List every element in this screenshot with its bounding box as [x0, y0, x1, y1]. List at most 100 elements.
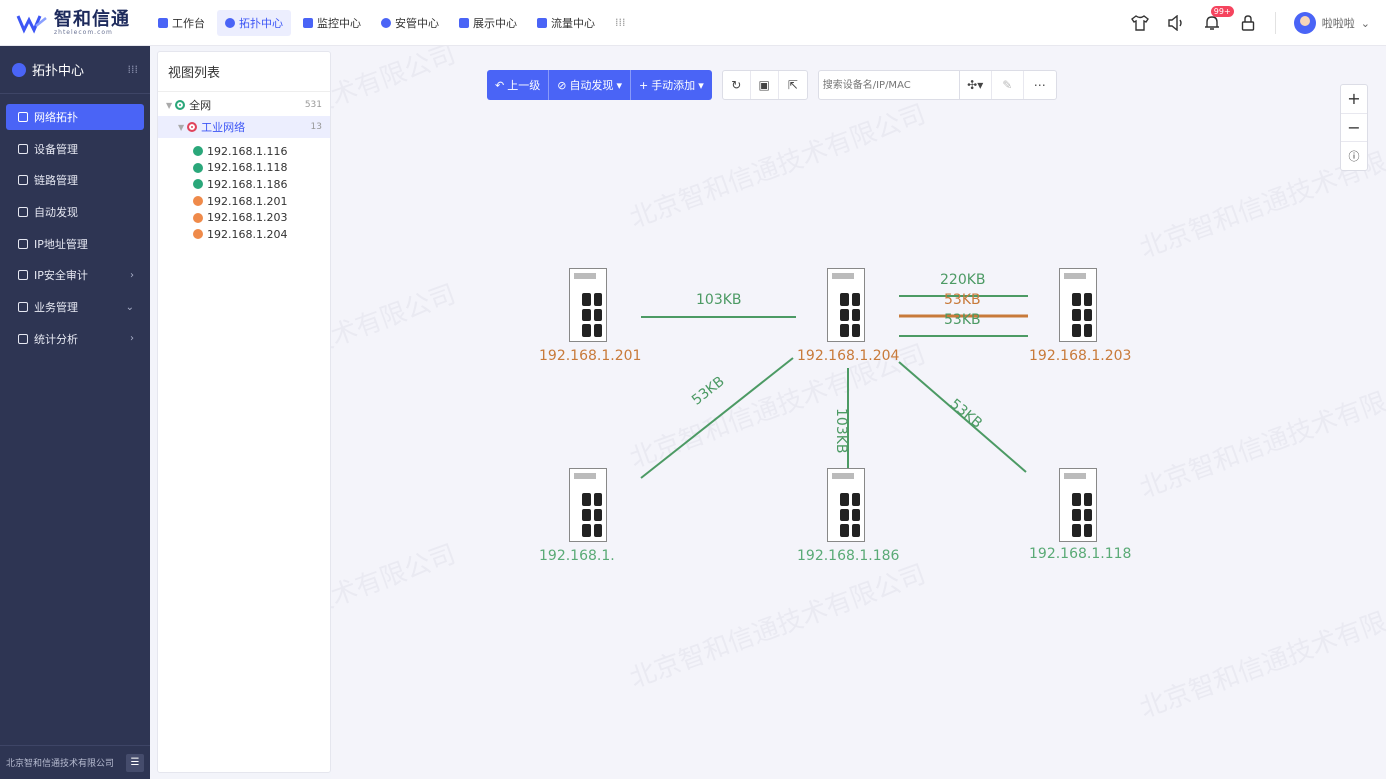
edit-button[interactable]: ✎	[992, 71, 1024, 99]
topology-icon	[12, 62, 26, 77]
view-list-title: 视图列表	[158, 52, 330, 92]
sidebar-header: 拓扑中心 ⁞⁞⁞	[0, 46, 150, 94]
switch-device-icon[interactable]	[569, 468, 607, 542]
auto-discover-button[interactable]: ⊘自动发现▾	[549, 70, 631, 100]
collapse-sidebar-icon[interactable]: ☰	[126, 754, 144, 772]
device-tree-item[interactable]: 192.168.1.116	[158, 143, 330, 160]
tree-group[interactable]: ▼ 工业网络 13	[158, 116, 330, 138]
device-tree-item[interactable]: 192.168.1.203	[158, 209, 330, 226]
refresh-button[interactable]: ↻	[723, 71, 751, 99]
zoom-out-button[interactable]: −	[1341, 114, 1367, 143]
username: 啦啦啦	[1321, 17, 1355, 30]
network-status-icon	[175, 100, 186, 110]
nav-label: 安管中心	[395, 16, 439, 30]
theme-shirt-icon[interactable]	[1130, 14, 1149, 32]
sidebar-item-label: 统计分析	[34, 332, 78, 346]
topology-link[interactable]	[640, 357, 794, 479]
plus-icon: +	[638, 78, 649, 92]
ip-icon	[18, 238, 28, 249]
chevron-down-icon: ⌄	[1360, 16, 1370, 30]
chevron-icon[interactable]: ›	[130, 333, 134, 345]
more-icon: ⋯	[1033, 78, 1046, 92]
sidebar-item[interactable]: 网络拓扑	[6, 104, 144, 130]
sidebar-item[interactable]: 链路管理	[6, 167, 144, 193]
bell-icon[interactable]: 99+	[1203, 6, 1234, 32]
manual-add-button[interactable]: +手动添加▾	[631, 70, 712, 100]
sidebar-item-label: 链路管理	[34, 174, 78, 188]
caret-down-icon: ▾	[698, 78, 704, 92]
fit-view-button[interactable]: ⓘ	[1341, 142, 1367, 170]
link-traffic-label: 53KB	[944, 312, 981, 328]
device-ip: 192.168.1.116	[207, 144, 288, 158]
logo-title: 智和信通	[54, 8, 130, 30]
switch-device-icon[interactable]	[827, 268, 865, 342]
link-traffic-label: 103KB	[696, 292, 742, 308]
nav-traffic[interactable]: 流量中心	[529, 10, 603, 36]
nav-workbench[interactable]: 工作台	[150, 10, 213, 36]
topology-links	[640, 295, 1028, 479]
apps-grid-icon[interactable]: ⁞⁞⁞	[615, 16, 626, 29]
go-up-button[interactable]: ↶上一级	[487, 70, 550, 100]
device-tree-item[interactable]: 192.168.1.186	[158, 176, 330, 193]
sidebar-item-label: 设备管理	[34, 142, 78, 156]
monitor-icon	[303, 17, 313, 28]
audit-icon	[18, 270, 28, 281]
layout-button[interactable]: ✣▾	[960, 71, 992, 99]
topology-canvas[interactable]: 北京智和信通技术有限公司北京智和信通技术有限公司北京智和信通技术有限公司北京智和…	[331, 46, 1386, 779]
device-tree-item[interactable]: 192.168.1.204	[158, 226, 330, 243]
save-button[interactable]: ▣	[751, 71, 779, 99]
primary-actions: ↶上一级 ⊘自动发现▾ +手动添加▾	[487, 70, 712, 100]
sidebar-menu: 网络拓扑设备管理链路管理自动发现 IP地址管理 IP安全审计 › 业务管理 ⌄ 统计分析 ›	[0, 94, 150, 352]
device-label: 192.168.1.118	[1029, 546, 1132, 562]
more-button[interactable]: ⋯	[1024, 71, 1056, 99]
tree-root-label: 全网	[189, 99, 212, 112]
export-icon: ⇱	[787, 78, 798, 92]
sidebar-item-label: 业务管理	[34, 301, 78, 315]
sidebar-item[interactable]: 自动发现	[6, 199, 144, 225]
caret-down-icon[interactable]: ▼	[178, 122, 185, 132]
tree-root[interactable]: ▼ 全网 531	[158, 94, 330, 116]
topology-toolbar: ↶上一级 ⊘自动发现▾ +手动添加▾ ↻ ▣ ⇱ ✣▾ ✎ ⋯	[487, 70, 1057, 100]
network-icon	[18, 112, 28, 122]
switch-device-icon[interactable]	[1059, 268, 1097, 342]
link-icon	[18, 175, 28, 186]
nav-label: 展示中心	[473, 16, 517, 30]
device-tree-item[interactable]: 192.168.1.118	[158, 160, 330, 177]
sidebar-item[interactable]: 业务管理 ⌄	[6, 294, 144, 320]
nav-display[interactable]: 展示中心	[451, 10, 525, 36]
sidebar-item[interactable]: 设备管理	[6, 136, 144, 162]
undo-icon: ↶	[495, 78, 505, 92]
device-ip: 192.168.1.201	[207, 194, 288, 208]
sidebar-item-label: 网络拓扑	[34, 111, 78, 124]
sidebar-item-label: IP安全审计	[34, 269, 88, 283]
home-icon	[158, 17, 168, 28]
nav-topology[interactable]: 拓扑中心	[217, 9, 291, 36]
device-tree-item[interactable]: 192.168.1.201	[158, 193, 330, 210]
device-status-icon	[193, 196, 203, 207]
logo[interactable]: 智和信通 zhtelecom.com	[0, 0, 150, 46]
top-right-tools: 99+ 啦啦啦 ⌄	[1130, 0, 1386, 46]
user-menu[interactable]: 啦啦啦 ⌄	[1293, 12, 1370, 34]
device-status-icon	[193, 229, 203, 240]
chevron-icon[interactable]: ›	[130, 269, 134, 281]
topology-link[interactable]	[898, 361, 1027, 473]
switch-device-icon[interactable]	[827, 468, 865, 542]
device-ip: 192.168.1.204	[207, 227, 288, 241]
switch-device-icon[interactable]	[1059, 468, 1097, 542]
chevron-icon[interactable]: ⌄	[125, 301, 134, 313]
sidebar-item[interactable]: IP地址管理	[6, 231, 144, 257]
apps-grid-icon[interactable]: ⁞⁞⁞	[127, 63, 139, 76]
nav-security[interactable]: 安管中心	[373, 10, 447, 36]
sidebar-title: 拓扑中心	[32, 64, 85, 79]
switch-device-icon[interactable]	[569, 268, 607, 342]
discover-icon	[18, 207, 28, 218]
export-button[interactable]: ⇱	[779, 71, 807, 99]
search-input[interactable]	[817, 70, 960, 100]
nav-monitor[interactable]: 监控中心	[295, 10, 369, 36]
caret-down-icon[interactable]: ▼	[166, 100, 173, 110]
sidebar-item[interactable]: IP安全审计 ›	[6, 262, 144, 288]
speaker-icon[interactable]	[1167, 14, 1185, 32]
zoom-in-button[interactable]: +	[1341, 85, 1367, 114]
sidebar-item[interactable]: 统计分析 ›	[6, 326, 144, 352]
lock-icon[interactable]	[1239, 14, 1257, 32]
